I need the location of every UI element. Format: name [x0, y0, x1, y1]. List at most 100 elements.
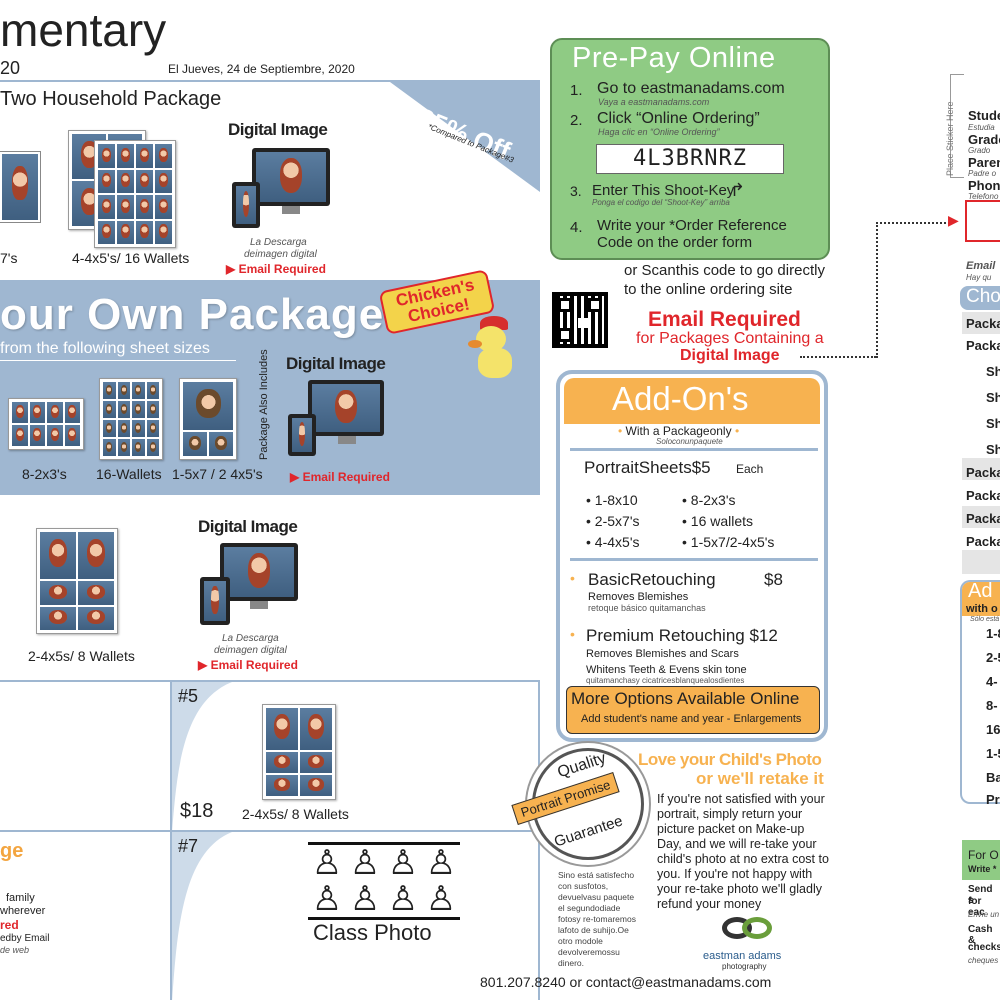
build-item-3: 1-5x7 / 2 4x5's — [172, 466, 263, 482]
send-label2: for eac — [968, 896, 985, 918]
addon-row[interactable]: Ba — [986, 770, 1000, 785]
package7-number: #7 — [178, 836, 199, 856]
more-options-box[interactable]: More Options Available Online Add studen… — [566, 686, 820, 734]
email-es: Hay qu — [966, 273, 992, 282]
prepay-step4a: Write your *Order Reference — [597, 217, 787, 234]
class-photo-icon: ♙♙♙♙ ♙♙♙♙ — [308, 842, 460, 920]
bottom-left-line3: red — [0, 918, 19, 932]
date-label: El Jueves, 24 de Septiembre, 2020 — [168, 62, 355, 76]
bottom-left-line4: edby Email — [0, 933, 50, 944]
package5-number: #5 — [178, 686, 199, 706]
parent-es: Padre o — [968, 169, 997, 178]
sheet-option: 4-4x5's — [594, 534, 640, 550]
package3-sub2: deimagen digital — [214, 645, 287, 656]
premium-retouch-sub1: Removes Blemishes and Scars — [586, 648, 739, 660]
cash-label: Cash & — [968, 924, 993, 946]
basic-retouch-sub: Removes Blemishes — [588, 591, 689, 603]
grade-es: Grado — [968, 146, 991, 155]
order-row[interactable]: Packa — [966, 511, 1000, 526]
step-number: 3. — [570, 183, 582, 199]
addon-row[interactable]: 16 — [986, 722, 1000, 737]
bottom-left-line1: family — [6, 892, 35, 904]
package3-sheet — [36, 528, 118, 634]
addon-row[interactable]: 4- — [986, 674, 998, 689]
basic-retouch-title: BasicRetouching — [588, 570, 716, 589]
order-rows — [962, 312, 1000, 574]
tablet-icon — [200, 577, 230, 625]
email-required-sub1: for Packages Containing a — [636, 330, 824, 347]
eastman-adams-logo — [716, 915, 780, 949]
build-item-2: 16-Wallets — [96, 466, 162, 482]
addons-with-package: With a Packageonly — [625, 424, 732, 438]
checks-label: checks — [968, 942, 1000, 953]
bottom-left-line5: de web — [0, 945, 30, 955]
premium-retouch-sub2: Whitens Teeth & Evens skin tone — [586, 664, 747, 676]
package3-section: 2-4x5s/ 8 Wallets Digital Image La Desca… — [0, 495, 540, 680]
basic-retouch-price: $8 — [764, 570, 783, 589]
package3-label: 2-4x5s/ 8 Wallets — [28, 648, 135, 664]
page-title: mentary — [0, 4, 167, 56]
email-input-box[interactable] — [965, 200, 1000, 242]
addon-row[interactable]: 2-5 — [986, 650, 1000, 665]
portrait-photo — [0, 152, 40, 222]
sheet-2x3 — [8, 398, 84, 450]
email-required-title: Email Required — [648, 308, 801, 331]
qr-code-icon[interactable] — [552, 292, 608, 348]
prepay-step1-es: Vaya a eastmanadams.com — [598, 97, 710, 107]
choose-title: Cho — [966, 286, 1000, 307]
order-row[interactable]: Packa — [966, 338, 1000, 353]
logo-name: eastman adams — [703, 950, 782, 962]
package7-curve — [172, 832, 232, 1000]
prepay-step2: Click “Online Ordering” — [597, 110, 760, 127]
qr-text2: to the online ordering site — [624, 281, 793, 298]
monitor-icon — [252, 148, 330, 206]
addon-row[interactable]: 1-8 — [986, 626, 1000, 641]
monitor-icon — [308, 380, 384, 436]
discount-corner — [390, 82, 540, 192]
email-required-sub2: Digital Image — [680, 347, 780, 364]
student-label: Stude — [968, 108, 1000, 123]
order-info-box — [962, 840, 1000, 880]
guarantee-headline2: or we'll retake it — [696, 769, 824, 788]
addon-row[interactable]: 1-5 — [986, 746, 1000, 761]
addons-form-title: Ad — [968, 580, 993, 602]
order-row[interactable]: Packa — [966, 488, 1000, 503]
order-row[interactable]: Packa — [966, 534, 1000, 549]
step-number: 2. — [570, 112, 583, 129]
order-row[interactable]: Sh — [986, 390, 1000, 405]
build-item-1: 8-2x3's — [22, 466, 67, 482]
prepay-panel: Pre-Pay Online 1. Go to eastmanadams.com… — [550, 38, 830, 260]
shoot-key-box[interactable]: 4L3BRNRZ — [596, 144, 784, 174]
package3-sub1: La Descarga — [222, 633, 279, 644]
order-row[interactable]: Sh — [986, 416, 1000, 431]
year-label: 20 — [0, 58, 21, 78]
logo-sub: photography — [722, 962, 767, 971]
chicken-mascot — [466, 316, 522, 380]
bottom-left-line2: wherever — [0, 905, 46, 917]
class-photo-label: Class Photo — [313, 920, 432, 945]
order-row[interactable]: Sh — [986, 364, 1000, 379]
order-row[interactable]: Packa — [966, 316, 1000, 331]
guarantee-body: If you're not satisfied with your portra… — [657, 792, 829, 911]
sheet-option: 2-5x7's — [594, 513, 640, 529]
sheet-option: 1-5x7/2-4x5's — [690, 534, 775, 550]
order-row[interactable]: Sh — [986, 442, 1000, 457]
sheets-each: Each — [736, 462, 764, 476]
more-options-sub: Add student's name and year - Enlargemen… — [581, 713, 802, 725]
seal-bottom: Guarantee — [552, 812, 625, 851]
cheques-label: cheques — [968, 956, 999, 965]
monitor-icon — [220, 543, 298, 601]
addons-form-sub: with o — [966, 603, 998, 615]
arrow-right-icon: ▶ — [948, 212, 959, 228]
sheet-wallets — [99, 378, 163, 460]
two-household-section: Two Household Package 35% Off *Compared … — [0, 80, 540, 280]
addon-row[interactable]: Pr — [986, 792, 1000, 807]
email-required: ▶ Email Required — [226, 262, 326, 276]
addons-header — [564, 378, 820, 424]
order-row[interactable]: Packa — [966, 465, 1000, 480]
step-number: 4. — [570, 219, 583, 236]
addon-row[interactable]: 8- — [986, 698, 998, 713]
dotted-connector — [800, 356, 876, 358]
grade-label: Grade — [968, 132, 1000, 147]
student-es: Estudia — [968, 123, 995, 132]
